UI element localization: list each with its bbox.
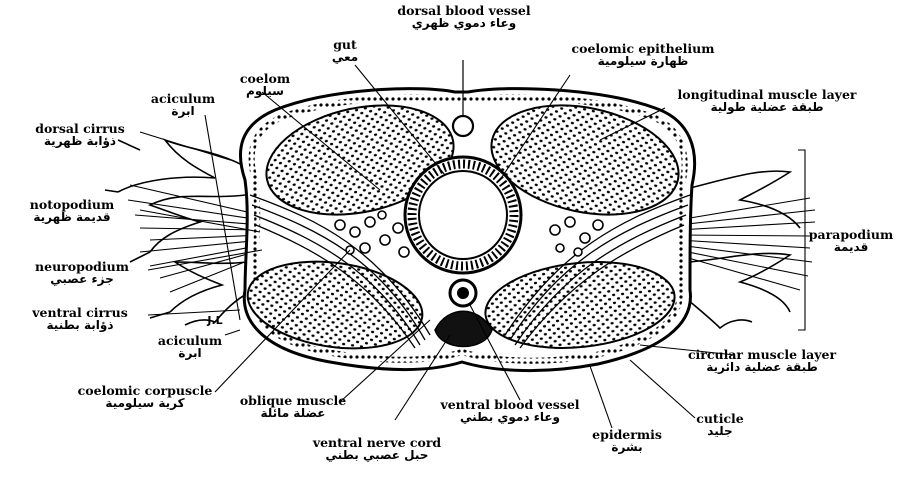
aciculum-top-ar: ابرة	[138, 105, 228, 118]
label-notopodium: notopodium قديمة ظهرية	[12, 198, 132, 224]
label-coelom: coelom سيلوم	[230, 72, 300, 98]
left-dorsal-cirrus-shape	[118, 140, 248, 192]
coelom-ar: سيلوم	[230, 85, 300, 98]
label-gut: gut معي	[320, 38, 370, 64]
label-longitudinal-muscle-layer: longitudinal muscle layer طبقة عضلية طول…	[662, 88, 872, 114]
dorsal-cirrus-ar: ذؤابة ظهرية	[20, 135, 140, 148]
ventral-cirrus-ar: ذؤابة بطنية	[10, 319, 150, 332]
label-oblique-muscle: oblique muscle عضلة مائلة	[228, 394, 358, 420]
epidermis-ar: بشرة	[582, 441, 672, 454]
aciculum-fragment-text: J.L	[207, 314, 222, 327]
dorsal-blood-vessel-ar: وعاء دموي ظهري	[384, 17, 544, 30]
label-aciculum-fragment: J.L	[195, 312, 235, 329]
oblique-muscle-ar: عضلة مائلة	[228, 407, 358, 420]
dorsal-blood-vessel-shape	[453, 116, 473, 136]
label-coelomic-epithelium: coelomic epithelium ظهارة سيلومية	[558, 42, 728, 68]
label-aciculum-top: aciculum ابرة	[138, 92, 228, 118]
coelomic-epithelium-ar: ظهارة سيلومية	[558, 55, 728, 68]
coelomic-corpuscle-ar: كرية سيلومية	[60, 397, 230, 410]
cuticle-ar: جليد	[680, 425, 760, 438]
notopodium-ar: قديمة ظهرية	[12, 211, 132, 224]
label-ventral-nerve-cord: ventral nerve cord حبل عصبي بطني	[302, 436, 452, 462]
neuropodium-ar: جزء عصبي	[12, 273, 152, 286]
label-ventral-cirrus: ventral cirrus ذؤابة بطنية	[10, 306, 150, 332]
ventral-nerve-cord-ar: حبل عصبي بطني	[302, 449, 452, 462]
right-parapodium	[688, 171, 800, 328]
label-dorsal-cirrus: dorsal cirrus ذؤابة ظهرية	[20, 122, 140, 148]
circular-muscle-layer-ar: طبقة عضلية دائرية	[662, 361, 862, 374]
gut-ar: معي	[320, 51, 370, 64]
right-chaetae	[678, 198, 815, 290]
left-parapodium	[105, 140, 250, 325]
label-circular-muscle-layer: circular muscle layer طبقة عضلية دائرية	[662, 348, 862, 374]
label-ventral-blood-vessel: ventral blood vessel وعاء دموي بطني	[420, 398, 600, 424]
label-coelomic-corpuscle: coelomic corpuscle كرية سيلومية	[60, 384, 230, 410]
label-epidermis: epidermis بشرة	[582, 428, 672, 454]
label-cuticle: cuticle جليد	[680, 412, 760, 438]
label-neuropodium: neuropodium جزء عصبي	[12, 260, 152, 286]
gut-lumen	[419, 171, 507, 259]
label-aciculum-bottom: aciculum ابرة	[140, 334, 240, 360]
label-parapodium: parapodium قديمة	[805, 228, 897, 254]
ventral-blood-vessel-ar: وعاء دموي بطني	[420, 411, 600, 424]
label-dorsal-blood-vessel: dorsal blood vessel وعاء دموي ظهري	[384, 4, 544, 30]
aciculum-bottom-ar: ابرة	[140, 347, 240, 360]
longitudinal-muscle-layer-ar: طبقة عضلية طولية	[662, 101, 872, 114]
parapodium-ar: قديمة	[805, 241, 897, 254]
